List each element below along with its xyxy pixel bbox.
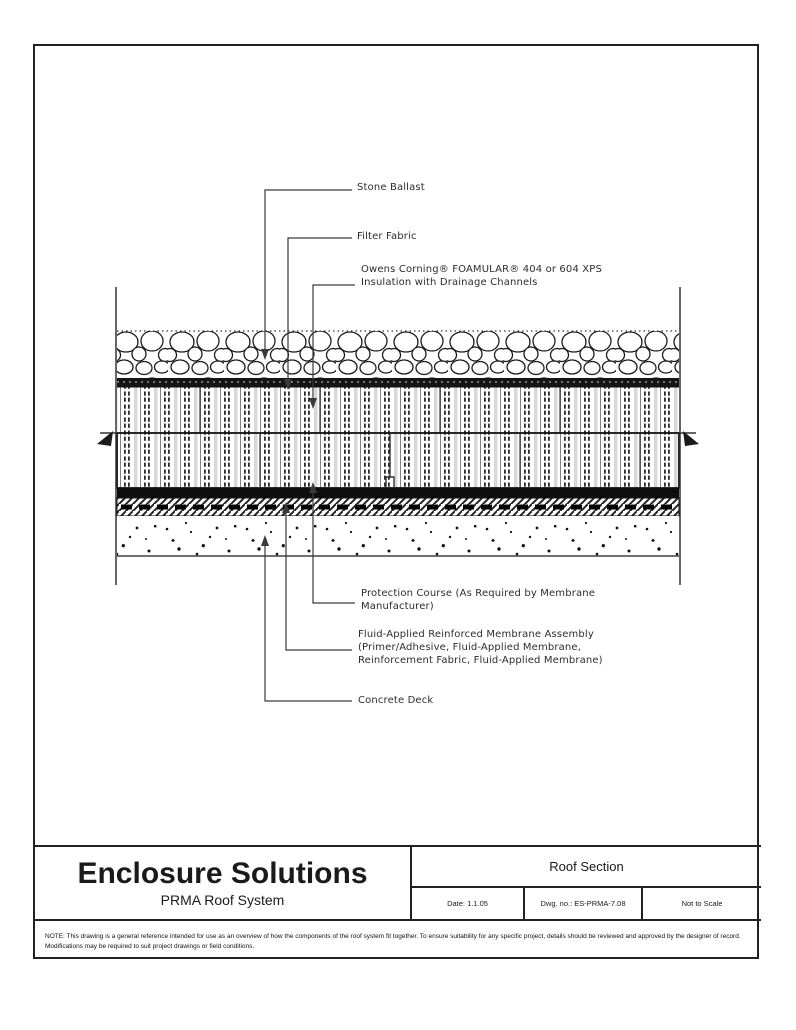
- callout-xps-insulation: Owens Corning® FOAMULAR® 404 or 604 XPS …: [361, 264, 602, 288]
- concrete-deck-layer: [117, 516, 679, 557]
- callout-concrete-deck: Concrete Deck: [358, 695, 434, 706]
- membrane-assembly-layer: [116, 497, 680, 517]
- section-break-lines: [100, 287, 696, 585]
- company-name: Enclosure Solutions: [77, 856, 368, 890]
- drawing-title: Roof Section: [412, 847, 761, 888]
- callout-protection-course: Protection Course (As Required by Membra…: [361, 588, 596, 612]
- leader-lines: [264, 189, 355, 702]
- xps-insulation-layer: [116, 386, 680, 489]
- callout-stone-ballast: Stone Ballast: [357, 182, 425, 193]
- date-field: Date: 1.1.05: [412, 888, 525, 919]
- system-name: PRMA Roof System: [160, 892, 285, 909]
- callout-membrane-assembly: Fluid-Applied Reinforced Membrane Assemb…: [358, 629, 603, 666]
- title-block-company-cell: Enclosure Solutions PRMA Roof System: [35, 847, 412, 919]
- title-block: Enclosure Solutions PRMA Roof System Roo…: [35, 845, 761, 921]
- break-arrows: [97, 431, 699, 446]
- dwg-no-field: Dwg. no.: ES-PRMA-7.08: [525, 888, 643, 919]
- callout-filter-fabric: Filter Fabric: [357, 231, 417, 242]
- filter-fabric-layer: [117, 378, 679, 387]
- scale-field: Not to Scale: [681, 899, 723, 908]
- disclaimer-note: NOTE: This drawing is a general referenc…: [45, 933, 741, 951]
- title-block-right: Roof Section Date: 1.1.05 Dwg. no.: ES-P…: [412, 847, 761, 919]
- sheet-border: [33, 44, 759, 959]
- leader-arrowheads: [261, 349, 317, 546]
- protection-course-layer: [117, 488, 679, 498]
- title-block-cells: Date: 1.1.05 Dwg. no.: ES-PRMA-7.08 Not …: [412, 888, 761, 919]
- stone-ballast-layer: [117, 330, 679, 378]
